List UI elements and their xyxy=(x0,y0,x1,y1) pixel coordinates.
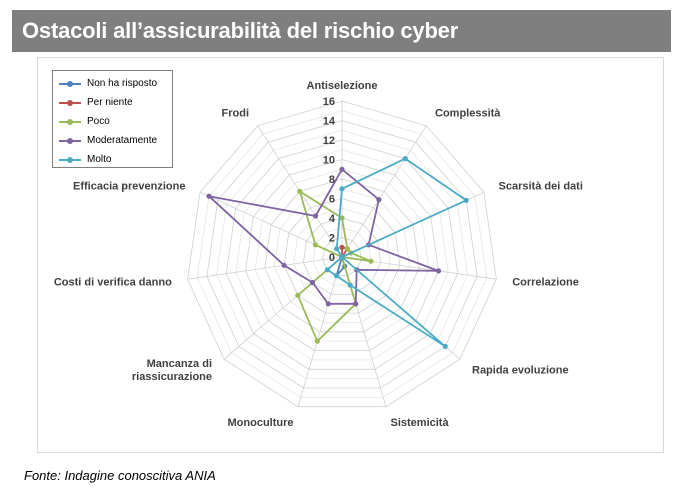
data-point xyxy=(313,213,319,219)
legend-marker-icon xyxy=(59,99,81,107)
data-point xyxy=(353,301,359,307)
data-point xyxy=(206,193,212,199)
category-label: Correlazione xyxy=(512,277,579,289)
legend-label: Molto xyxy=(87,154,112,165)
series-molto xyxy=(324,156,469,349)
grid-ring xyxy=(225,139,459,370)
legend-marker-icon xyxy=(59,156,81,164)
tick-label: 0 xyxy=(329,252,335,264)
data-point xyxy=(312,242,318,248)
page-title: Ostacoli all’assicurabilità del rischio … xyxy=(12,10,671,52)
grid-ring xyxy=(312,227,372,286)
data-point xyxy=(368,258,374,264)
data-point xyxy=(309,279,316,286)
legend-label: Non ha risposto xyxy=(87,78,158,89)
grid-ring xyxy=(283,198,401,314)
category-label: Rapida evoluzione xyxy=(472,365,569,377)
series-line xyxy=(341,246,349,258)
data-point xyxy=(402,156,408,162)
tick-label: 6 xyxy=(329,194,335,206)
tick-label: 14 xyxy=(323,116,336,128)
category-label: Sistemicità xyxy=(391,417,450,429)
grid-ring xyxy=(322,237,362,277)
legend-label: Per niente xyxy=(87,97,133,108)
grid-ring xyxy=(245,159,439,352)
grid-ring xyxy=(187,100,497,408)
grid-spoke xyxy=(297,256,343,407)
grid-spoke xyxy=(187,256,343,280)
grid-ring xyxy=(206,120,478,389)
category-label: Efficacia prevenzione xyxy=(73,181,186,193)
tick-label: 10 xyxy=(323,155,335,167)
radial-axis-ticks: 0 2 4 6 8 10 12 14 16 xyxy=(323,96,336,264)
tick-label: 16 xyxy=(323,96,335,108)
series-line xyxy=(208,168,440,305)
category-label: Frodi xyxy=(222,107,250,119)
legend-marker-icon xyxy=(59,137,81,145)
grid-ring xyxy=(302,217,382,295)
data-point xyxy=(376,197,382,203)
tick-label: 12 xyxy=(323,135,335,147)
grid-ring xyxy=(254,168,430,342)
data-point xyxy=(344,246,350,252)
data-point xyxy=(314,338,320,344)
tick-label: 4 xyxy=(329,213,336,225)
grid-ring xyxy=(216,129,468,380)
grid-ring xyxy=(273,188,411,323)
data-point xyxy=(339,166,345,172)
tick-label: 8 xyxy=(329,174,335,186)
data-point xyxy=(333,273,340,279)
data-point xyxy=(325,301,331,307)
legend-label: Poco xyxy=(87,116,110,127)
data-point xyxy=(442,343,448,349)
legend-marker-icon xyxy=(59,80,81,88)
tick-label: 2 xyxy=(329,233,335,245)
data-point xyxy=(435,268,442,274)
data-point xyxy=(295,292,301,298)
legend-marker-icon xyxy=(59,118,81,126)
source-note: Fonte: Indagine conoscitiva ANIA xyxy=(24,468,216,483)
data-point xyxy=(339,254,345,260)
legend-item: Poco xyxy=(53,112,172,131)
grid-spoke xyxy=(341,125,427,258)
legend-item: Per niente xyxy=(53,93,172,112)
data-point xyxy=(347,282,353,288)
category-label: Monoculture xyxy=(228,417,294,429)
category-label: Complessità xyxy=(435,107,501,119)
data-point xyxy=(339,215,345,221)
data-point xyxy=(334,246,340,252)
grid-ring xyxy=(264,178,420,333)
category-label: Scarsità dei dati xyxy=(499,181,583,193)
grid-ring xyxy=(196,110,488,398)
data-point xyxy=(463,197,469,203)
legend-item: Non ha risposto xyxy=(53,74,172,93)
category-label: Costi di verifica danno xyxy=(54,277,172,289)
data-point xyxy=(339,186,345,192)
radar-chart: 0 2 4 6 8 10 12 14 16 AntiselezioneComplessitàSc… xyxy=(54,80,583,429)
data-point xyxy=(281,262,287,268)
legend-label: Moderatamente xyxy=(87,135,158,146)
data-point xyxy=(297,188,303,194)
data-point xyxy=(339,244,345,250)
legend-item: Molto xyxy=(53,150,172,169)
legend-item: Moderatamente xyxy=(53,131,172,150)
data-point xyxy=(324,267,330,273)
category-label: Antiselezione xyxy=(307,80,378,92)
series-lines xyxy=(206,156,469,349)
